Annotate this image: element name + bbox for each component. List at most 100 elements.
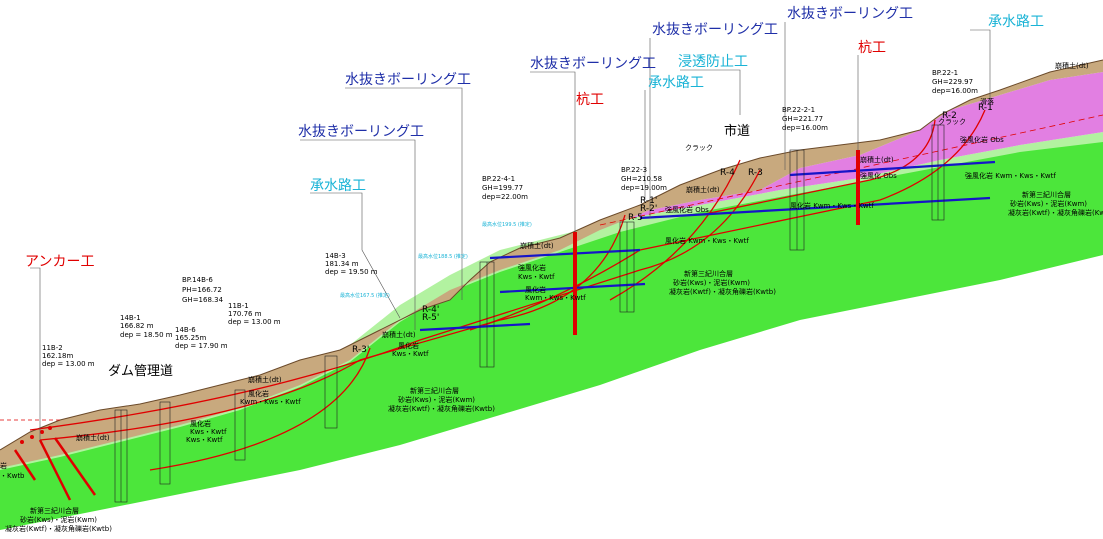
svg-text:dep = 13.00 m: dep = 13.00 m: [42, 360, 95, 368]
borehole-columns: [114, 124, 945, 503]
svg-text:BP.22-3: BP.22-3: [621, 166, 647, 174]
slip-labels: R-1 R-2 R-3 R-4 R-5 R-1' R-2' R-3' R-4' …: [352, 103, 993, 355]
svg-text:166.82 m: 166.82 m: [120, 322, 154, 330]
water-channel-label-2: 承水路工: [648, 75, 704, 91]
seepage-label: 浸透防止工: [678, 54, 748, 70]
svg-text:R-5': R-5': [422, 313, 439, 323]
svg-text:dep = 19.50 m: dep = 19.50 m: [325, 268, 378, 276]
svg-text:R-4': R-4': [422, 305, 439, 315]
anchor-work-label: アンカー工: [25, 254, 94, 270]
slip-surface-r2: [699, 119, 936, 216]
leader-lines: [30, 22, 991, 440]
water-level-labels: 最高水位167.5 (推定) 最高水位188.5 (推定) 最高水位199.5 …: [340, 221, 532, 299]
svg-text:R-2': R-2': [640, 204, 657, 214]
pile-label-1: 杭工: [576, 92, 604, 108]
svg-text:岩: 岩: [0, 461, 7, 470]
svg-text:dep = 17.90 m: dep = 17.90 m: [175, 342, 228, 350]
svg-text:クラック: クラック: [938, 118, 966, 126]
svg-text:強風化 Obs: 強風化 Obs: [860, 171, 897, 180]
pile-label-2: 杭工: [858, 40, 886, 56]
svg-text:新第三紀川合層: 新第三紀川合層: [30, 506, 79, 515]
drain-boring-lines: [419, 160, 996, 332]
colluvium-layer: [0, 60, 1103, 468]
water-channel-label-1: 承水路工: [310, 178, 366, 194]
svg-text:11B-2: 11B-2: [42, 344, 63, 352]
svg-text:崩積土(dt): 崩積土(dt): [686, 185, 720, 194]
svg-text:PH=166.72: PH=166.72: [182, 286, 222, 294]
svg-text:dep=19.00m: dep=19.00m: [621, 184, 667, 192]
svg-text:181.34 m: 181.34 m: [325, 260, 359, 268]
svg-text:14B-3: 14B-3: [325, 252, 346, 260]
svg-text:クラック: クラック: [685, 144, 713, 152]
svg-text:GH=210.58: GH=210.58: [621, 175, 662, 183]
svg-text:BP.22-4-1: BP.22-4-1: [482, 175, 515, 183]
svg-text:砂岩(Kws)・泥岩(Kwm): 砂岩(Kws)・泥岩(Kwm): [20, 515, 97, 524]
svg-text:崩積土(dt): 崩積土(dt): [76, 433, 110, 442]
svg-text:風化岩 Kwm・Kws・Kwtf: 風化岩 Kwm・Kws・Kwtf: [665, 236, 749, 245]
svg-text:風化岩: 風化岩: [525, 285, 546, 294]
svg-text:165.25m: 165.25m: [175, 334, 206, 342]
pile-lines: [573, 150, 860, 335]
svg-text:R-1: R-1: [978, 103, 993, 113]
svg-text:新第三紀川合層: 新第三紀川合層: [1022, 190, 1071, 199]
svg-text:強風化岩 Obs: 強風化岩 Obs: [665, 205, 709, 214]
svg-text:162.18m: 162.18m: [42, 352, 73, 360]
svg-text:崩積土(dt): 崩積土(dt): [520, 241, 554, 250]
svg-text:滑落: 滑落: [980, 97, 994, 106]
svg-text:崩積土(dt): 崩積土(dt): [860, 155, 894, 164]
svg-text:強風化岩 Obs: 強風化岩 Obs: [960, 135, 1004, 144]
svg-text:凝灰岩(Kwtf)・凝灰角礫岩(Kwtb): 凝灰岩(Kwtf)・凝灰角礫岩(Kwtb): [1008, 208, 1103, 217]
borehole-labels: 11B-2 162.18m dep = 13.00 m 14B-1 166.82…: [42, 69, 978, 368]
svg-text:GH=199.77: GH=199.77: [482, 184, 523, 192]
svg-text:砂岩(Kws)・泥岩(Kwm): 砂岩(Kws)・泥岩(Kwm): [398, 395, 475, 404]
svg-text:R-5: R-5: [628, 213, 643, 223]
svg-text:dep=16.00m: dep=16.00m: [932, 87, 978, 95]
svg-text:dep = 18.50 m: dep = 18.50 m: [120, 331, 173, 339]
svg-text:170.76 m: 170.76 m: [228, 310, 262, 318]
svg-text:風化岩 Kwm・Kws・Kwtf: 風化岩 Kwm・Kws・Kwtf: [790, 201, 874, 210]
svg-text:14B-1: 14B-1: [120, 314, 141, 322]
svg-text:最高水位167.5 (推定): 最高水位167.5 (推定): [340, 292, 390, 299]
svg-text:GH=168.34: GH=168.34: [182, 296, 224, 304]
svg-text:Kws・Kwtf: Kws・Kwtf: [518, 273, 555, 281]
svg-text:砂岩(Kws)・泥岩(Kwm): 砂岩(Kws)・泥岩(Kwm): [673, 278, 750, 287]
svg-text:R-1': R-1': [640, 196, 657, 206]
anchor-heads: [20, 426, 52, 444]
svg-text:風化岩: 風化岩: [190, 419, 211, 428]
drain-boring-label-2: 水抜きボーリング工: [345, 72, 471, 88]
svg-text:・Kwtb: ・Kwtb: [0, 472, 25, 480]
slip-surface-r3p: [149, 347, 371, 471]
svg-text:凝灰岩(Kwtf)・凝灰角礫岩(Kwtb): 凝灰岩(Kwtf)・凝灰角礫岩(Kwtb): [388, 404, 495, 413]
svg-text:凝灰岩(Kwtf)・凝灰角礫岩(Kwtb): 凝灰岩(Kwtf)・凝灰角礫岩(Kwtb): [669, 287, 776, 296]
svg-text:BP.14B-6: BP.14B-6: [182, 276, 213, 284]
svg-text:dep=16.00m: dep=16.00m: [782, 124, 828, 132]
svg-text:新第三紀川合層: 新第三紀川合層: [410, 386, 459, 395]
svg-text:強風化岩 Kwm・Kws・Kwtf: 強風化岩 Kwm・Kws・Kwtf: [965, 171, 1056, 180]
svg-text:BP.22-2-1: BP.22-2-1: [782, 106, 815, 114]
svg-text:Kws・Kwtf: Kws・Kwtf: [392, 350, 429, 358]
svg-text:11B-1: 11B-1: [228, 302, 249, 310]
strong-weathered-layer: [600, 72, 1103, 230]
drain-boring-label-4: 水抜きボーリング工: [652, 22, 778, 38]
svg-text:最高水位188.5 (推定): 最高水位188.5 (推定): [418, 253, 468, 260]
anchor-lines: [13, 437, 97, 501]
water-channel-label-3: 承水路工: [988, 14, 1044, 30]
dashed-line-1: [599, 114, 1103, 226]
svg-text:風化岩: 風化岩: [248, 389, 269, 398]
svg-text:Kws・Kwtf: Kws・Kwtf: [190, 428, 227, 436]
bedrock-layer: [0, 140, 1103, 530]
svg-text:Kws・Kwtf: Kws・Kwtf: [186, 436, 223, 444]
svg-text:砂岩(Kws)・泥岩(Kwm): 砂岩(Kws)・泥岩(Kwm): [1010, 199, 1087, 208]
svg-text:Kwm・Kws・Kwtf: Kwm・Kws・Kwtf: [525, 294, 586, 302]
ground-surface-line: [0, 59, 1103, 451]
drain-boring-label-3: 水抜きボーリング工: [530, 56, 656, 72]
svg-text:R-3: R-3: [748, 168, 763, 178]
drain-boring-label-5: 水抜きボーリング工: [787, 6, 913, 22]
svg-text:BP.22-1: BP.22-1: [932, 69, 958, 77]
svg-text:崩積土(dt): 崩積土(dt): [1055, 61, 1089, 70]
svg-text:風化岩: 風化岩: [398, 341, 419, 350]
slip-surface-r5: [39, 214, 626, 441]
svg-text:崩積土(dt): 崩積土(dt): [248, 375, 282, 384]
svg-text:強風化岩: 強風化岩: [518, 263, 546, 272]
